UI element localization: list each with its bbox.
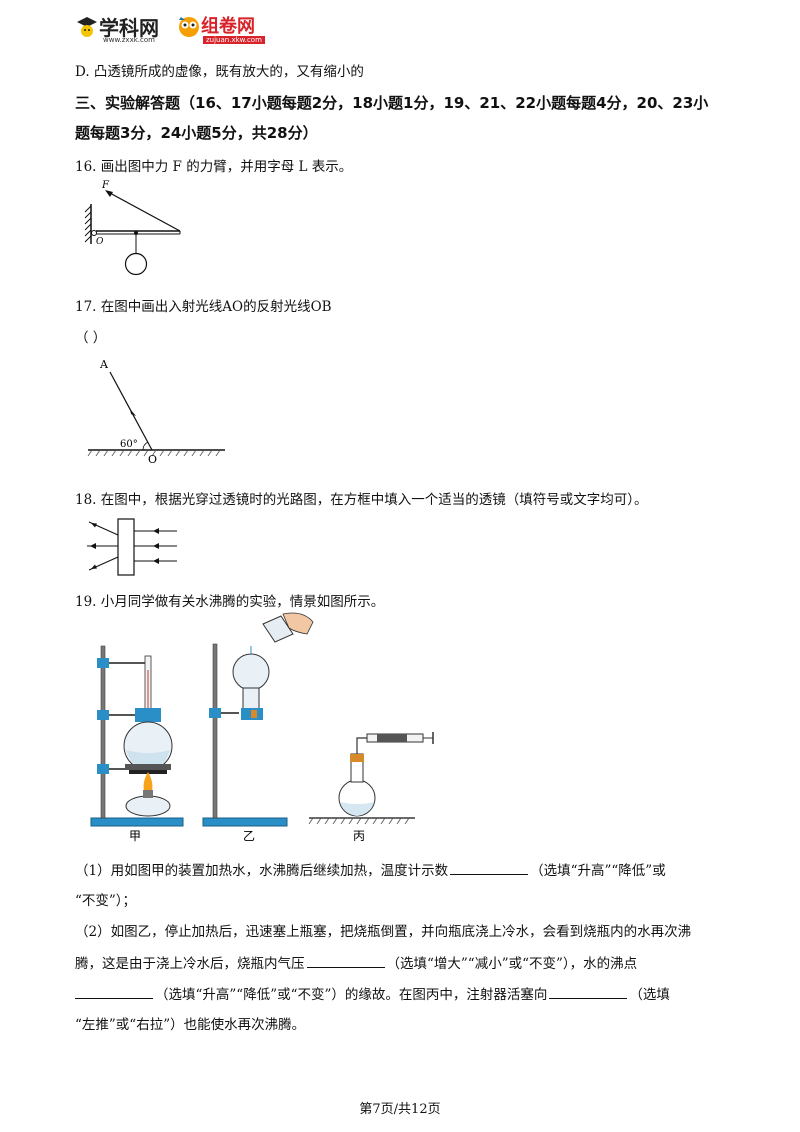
fig19-label-bing: 丙	[353, 829, 365, 842]
figure-17-reflection: A 60° O	[87, 358, 225, 466]
fig17-point-a: A	[99, 358, 109, 371]
fig16-force-label: F	[101, 180, 110, 191]
q19-part1-line: （1）用如图甲的装置加热水，水沸腾后继续加热，温度计示数 （选填“升高”“降低”或	[75, 860, 666, 881]
q19-blank-3[interactable]	[75, 984, 153, 999]
logo-zujuanwang: 组卷网	[201, 16, 255, 37]
question-17-text: 17. 在图中画出入射光线AO的反射光线OB	[75, 299, 332, 315]
graduation-cap-icon	[77, 17, 97, 37]
apparatus-yi: 乙	[202, 612, 314, 842]
question-16-text: 16. 画出图中力 F 的力臂，并用字母 L 表示。	[75, 159, 353, 175]
page-footer: 第7页/共12页	[359, 1102, 441, 1117]
section-heading-line-1: 三、实验解答题（16、17小题每题2分，18小题1分，19、21、22小题每题4…	[75, 94, 709, 112]
fig19-label-jia: 甲	[129, 829, 141, 842]
q19-part2-text-b1: 腾，这是由于浇上冷水后，烧瓶内气压	[75, 956, 305, 972]
figure-18-lens-box	[87, 518, 177, 576]
logo-zujuanwang-url: zujuan.xkw.com	[203, 36, 265, 44]
q19-part1-text-a: （1）用如图甲的装置加热水，水沸腾后继续加热，温度计示数	[75, 863, 449, 879]
question-17-answer-paren: （ ）	[75, 330, 107, 346]
question-18-text: 18. 在图中，根据光穿过透镜时的光路图，在方框中填入一个适当的透镜（填符号或文…	[75, 492, 648, 508]
figure-19-boiling-apparatus: 甲 乙 丙	[90, 612, 434, 842]
apparatus-jia: 甲	[90, 645, 184, 842]
q19-part2-text-b2: （选填“增大”“减小”或“不变”），水的沸点	[386, 956, 638, 972]
q19-part1-text-b: （选填“升高”“降低”或	[530, 863, 666, 879]
fig17-point-o: O	[148, 453, 157, 466]
figure-16-lever: F O	[84, 180, 181, 276]
logo-xuekewang-url: www.zxxk.com	[103, 36, 155, 44]
owl-mascot-icon	[179, 17, 199, 37]
q19-part2-text-c1: （选填“升高”“降低”或“不变”）的缘故。在图丙中，注射器活塞向	[155, 987, 548, 1003]
option-d-text: D. 凸透镜所成的虚像，既有放大的，又有缩小的	[75, 64, 364, 80]
q19-part2-line-3: （选填“升高”“降低”或“不变”）的缘故。在图丙中，注射器活塞向 （选填	[75, 984, 670, 1005]
q19-part2-line-1: （2）如图乙，停止加热后，迅速塞上瓶塞，把烧瓶倒置，并向瓶底浇上冷水，会看到烧瓶…	[75, 924, 692, 940]
lens-placeholder-box[interactable]	[117, 518, 135, 576]
logo-xuekewang: 学科网	[99, 16, 159, 40]
apparatus-bing: 丙	[308, 732, 434, 842]
fig16-pivot-label: O	[96, 237, 104, 247]
section-heading-line-2: 题每题3分，24小题5分，共28分）	[75, 124, 318, 142]
q19-blank-1[interactable]	[450, 860, 529, 875]
q19-part1-cont: “不变”）；	[75, 893, 137, 909]
q19-blank-4[interactable]	[549, 984, 628, 999]
question-19-text: 19. 小月同学做有关水沸腾的实验，情景如图所示。	[75, 594, 385, 610]
header-logos: 学科网 www.zxxk.com 组卷网 zujuan.xkw.com	[75, 10, 275, 50]
q19-part2-line-2: 腾，这是由于浇上冷水后，烧瓶内气压 （选填“增大”“减小”或“不变”），水的沸点	[75, 953, 637, 974]
fig17-angle-label: 60°	[120, 439, 138, 450]
q19-part2-line-4: “左推”或“右拉”）也能使水再次沸腾。	[75, 1017, 306, 1033]
q19-part2-text-c2: （选填	[629, 987, 670, 1003]
fig19-label-yi: 乙	[243, 829, 255, 842]
q19-blank-2[interactable]	[306, 953, 385, 968]
